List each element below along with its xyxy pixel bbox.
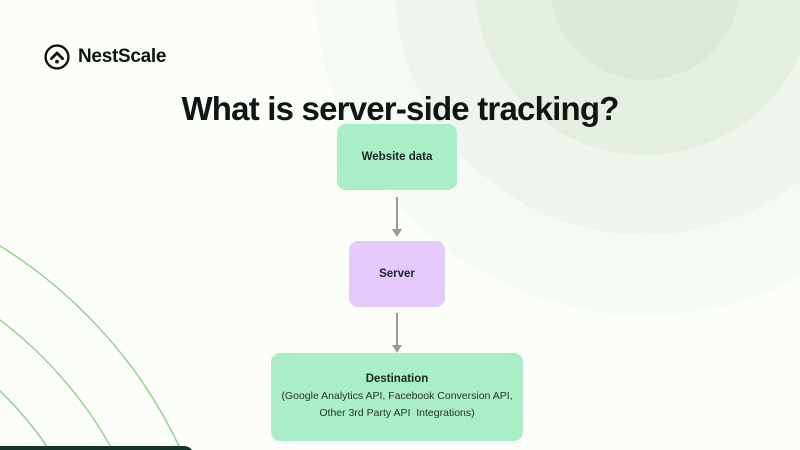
down-arrow-icon [392,197,402,237]
concentric-rings-top-right [315,0,800,315]
node-detail-line: (Google Analytics API, Facebook Conversi… [281,390,513,403]
down-arrow-icon [392,313,402,353]
flow-node-destination: Destination (Google Analytics API, Faceb… [271,353,523,441]
page-title: What is server-side tracking? [181,90,619,128]
bottom-left-dark-pill [0,446,194,450]
node-label: Server [379,268,415,280]
node-detail-line: Other 3rd Party API Integrations) [319,406,475,419]
node-label: Destination [365,373,429,386]
brand-logo: NestScale [44,44,166,70]
flow-node-server: Server [349,241,445,307]
flow-node-website-data: Website data [337,124,457,190]
arrow-up-circle-icon [44,44,70,70]
node-label: Website data [361,151,433,163]
brand-name: NestScale [78,46,167,67]
